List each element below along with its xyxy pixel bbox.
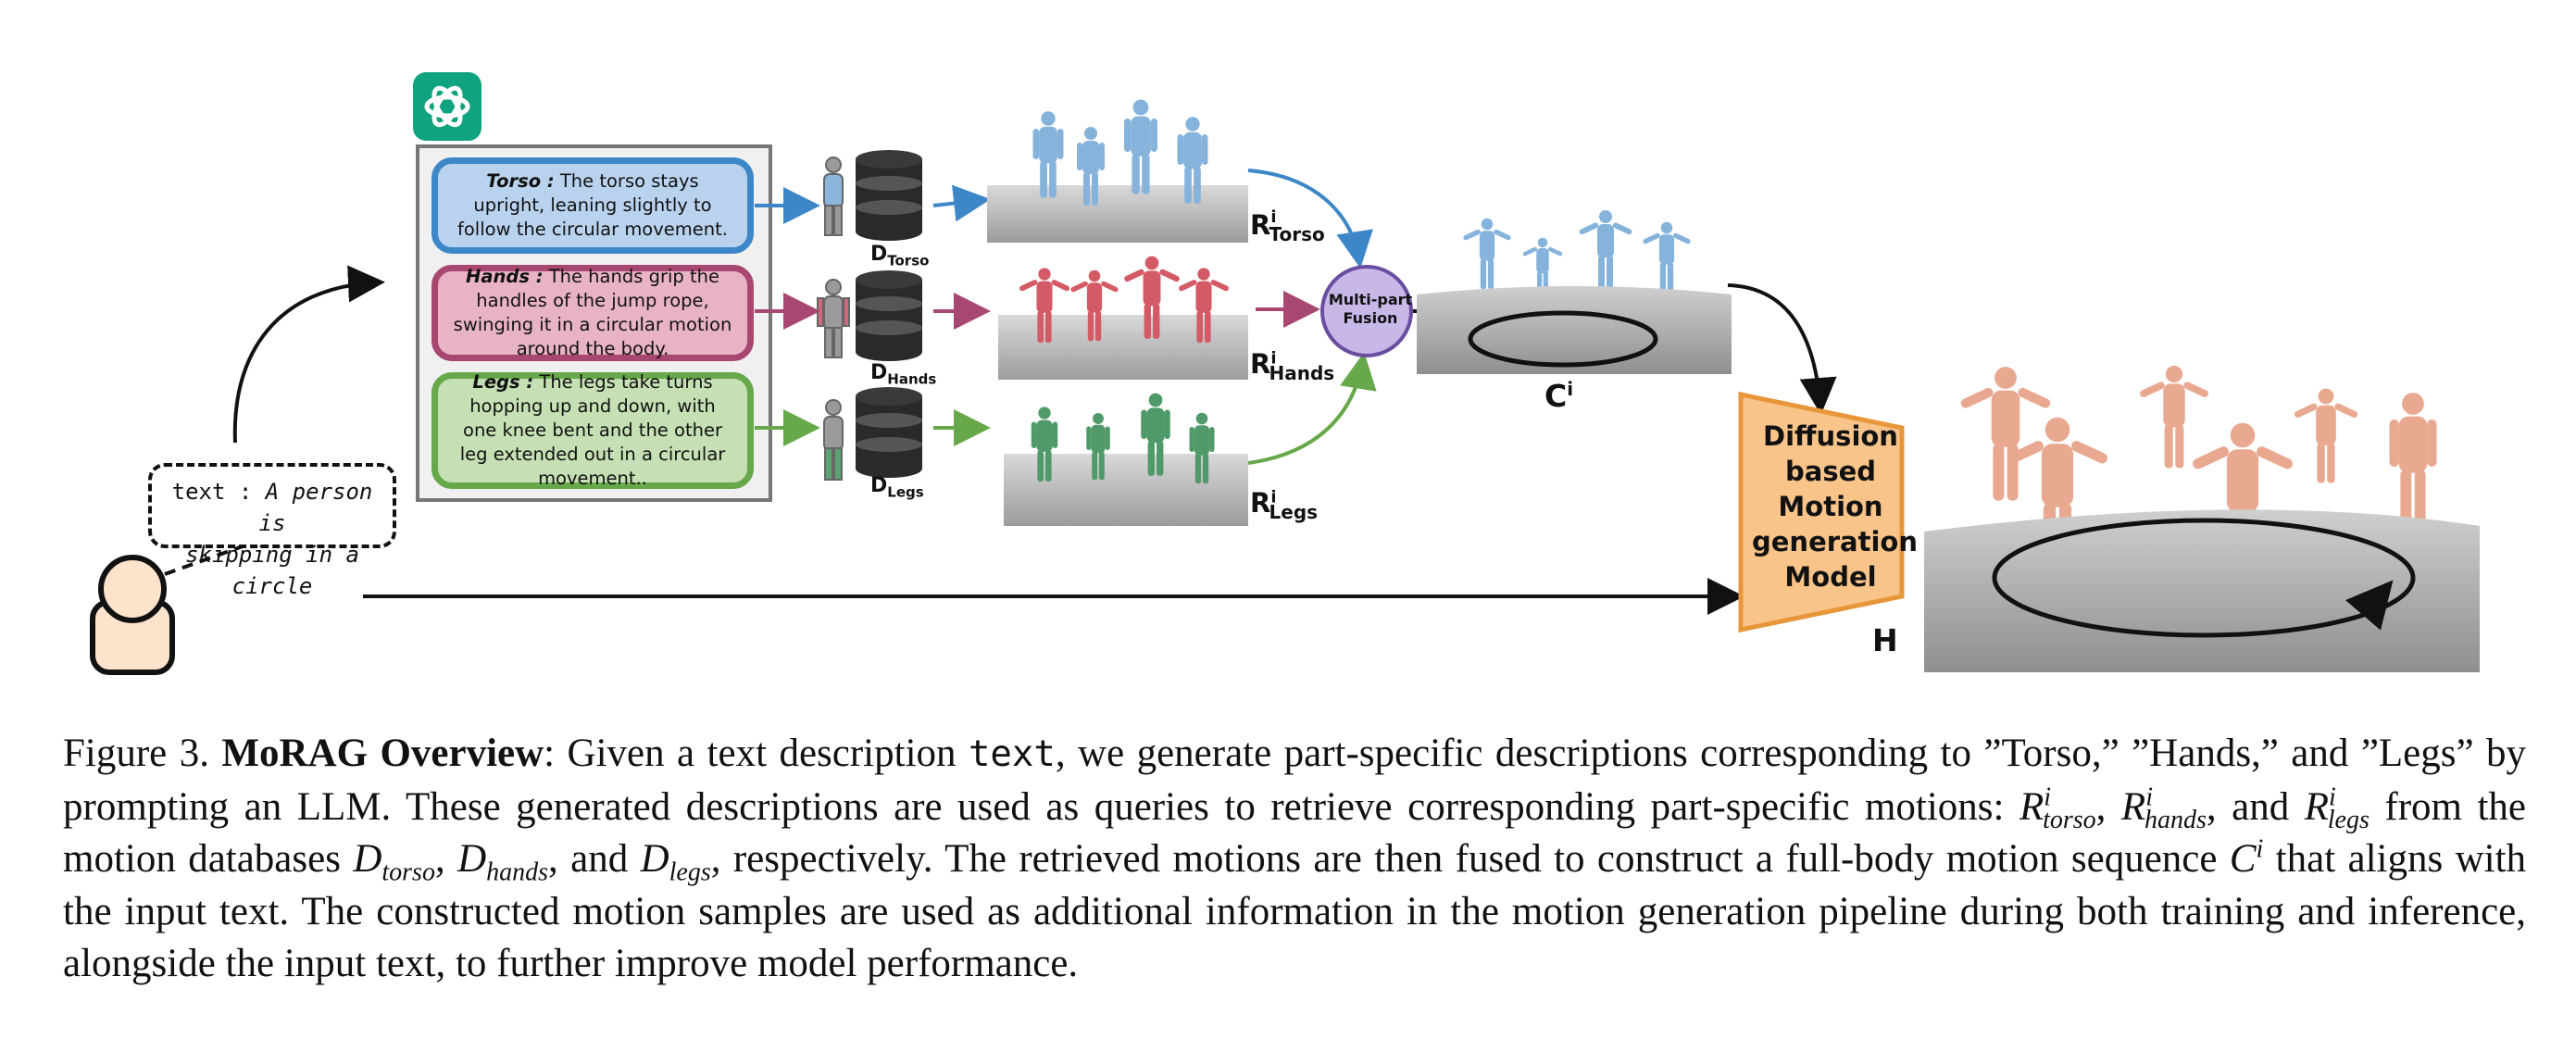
db-legs-label: DLegs <box>870 474 924 501</box>
llm-logo-icon <box>413 72 481 141</box>
math-d-hands: Dhands <box>457 837 549 887</box>
arrow-composite-model <box>1727 283 1837 415</box>
torso-query-box: Torso : The torso stays upright, leaning… <box>431 157 754 254</box>
legs-query-text: The legs take turns hopping up and down,… <box>459 371 726 489</box>
arrow-torso-fusion <box>1247 169 1373 269</box>
retrieved-legs-scene <box>1004 454 1248 526</box>
db-hands-label: DHands <box>870 361 937 388</box>
math-r-hands: Rihands <box>2120 782 2207 835</box>
legs-motion-figure-1 <box>1031 407 1058 482</box>
r-legs-label: RiLegs <box>1250 487 1319 523</box>
retrieved-torso-scene <box>987 185 1248 243</box>
torso-tag: Torso : <box>486 170 555 192</box>
torso-motion-figure-4 <box>1177 117 1208 204</box>
arrow-user-to-llm <box>232 265 385 444</box>
hands-motion-figure-3 <box>1124 256 1180 339</box>
output-figure-1 <box>1960 367 2051 501</box>
database-hands-icon <box>856 270 922 361</box>
arrow-legs-fusion <box>1247 352 1377 465</box>
hands-query-text: The hands grip the handles of the jump r… <box>453 266 732 359</box>
database-legs-icon <box>856 387 922 478</box>
legs-tag: Legs : <box>472 371 534 393</box>
composite-figure-2 <box>1522 237 1563 297</box>
hands-motion-figure-2 <box>1070 269 1119 342</box>
torso-query-body <box>823 156 844 236</box>
fusion-node <box>1320 265 1413 357</box>
legs-query-body <box>823 399 844 481</box>
torso-motion-figure-1 <box>1032 111 1064 198</box>
hands-query-box: Hands : The hands grip the handles of th… <box>431 265 754 361</box>
database-torso-icon <box>856 150 922 241</box>
caption-code: text <box>968 733 1056 775</box>
output-scene <box>1924 509 2480 672</box>
db-torso-label: DTorso <box>870 243 930 269</box>
legs-motion-figure-4 <box>1189 412 1215 484</box>
hands-motion-figure-1 <box>1019 268 1069 344</box>
composite-figure-1 <box>1463 218 1511 290</box>
math-r-torso: Ritorso <box>2020 782 2096 835</box>
legs-motion-figure-3 <box>1141 393 1170 476</box>
composite-scene <box>1417 286 1732 374</box>
legs-motion-figure-2 <box>1086 413 1110 481</box>
r-hands-label: RiHands <box>1250 348 1335 384</box>
morag-diagram <box>90 72 2480 675</box>
hands-tag: Hands : <box>466 266 544 287</box>
arrow-torso-retrieve <box>932 184 991 222</box>
retrieved-hands-scene <box>998 315 1248 380</box>
figure-caption: Figure 3. MoRAG Overview: Given a text d… <box>63 732 2527 985</box>
torso-query-text: The torso stays upright, leaning slightl… <box>457 170 728 240</box>
math-c: Ci <box>2229 834 2264 881</box>
hands-motion-figure-4 <box>1179 268 1229 344</box>
hands-query-body <box>817 279 850 358</box>
user-icon <box>90 555 175 675</box>
output-figure-3 <box>2294 388 2358 483</box>
legs-query-box: Legs : The legs take turns hopping up an… <box>431 371 754 489</box>
motion-model-block <box>1738 391 1905 633</box>
speech-tail <box>164 545 244 576</box>
composite-label: Ci <box>1544 378 1574 414</box>
output-label: H <box>1872 622 1898 658</box>
math-d-torso: Dtorso <box>353 837 435 887</box>
caption-title: MoRAG Overview <box>221 732 544 775</box>
math-r-legs: Rilegs <box>2304 782 2370 835</box>
caption-label: Figure 3. <box>63 732 209 775</box>
user-text-bubble: text : A person is skipping in a circle <box>148 463 396 599</box>
math-d-legs: Dlegs <box>640 837 711 887</box>
output-figure-2 <box>2140 365 2208 469</box>
torso-motion-figure-3 <box>1124 99 1157 194</box>
r-torso-label: RiTorso <box>1250 207 1325 245</box>
composite-figure-3 <box>1579 210 1632 289</box>
composite-figure-4 <box>1643 221 1691 294</box>
output-figure-6 <box>2389 393 2437 527</box>
torso-motion-figure-2 <box>1077 127 1105 206</box>
